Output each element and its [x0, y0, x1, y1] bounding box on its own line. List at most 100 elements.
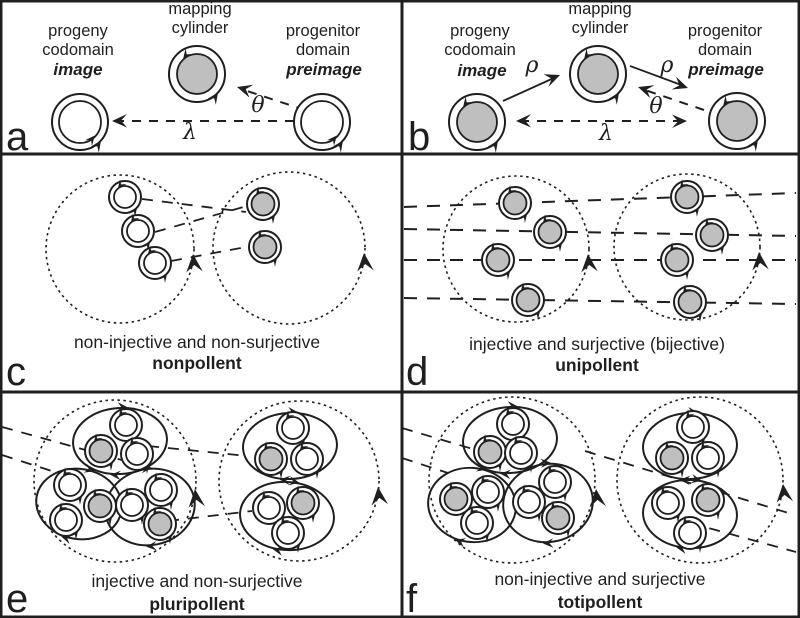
rho-symbol: ρ	[525, 53, 539, 78]
mapping-cylinder-circle	[169, 46, 225, 105]
cell-filled	[671, 179, 703, 217]
progenitor-label-line2: domain	[698, 41, 752, 59]
codomain-dashed-circle	[616, 396, 784, 564]
lambda-arrowhead	[112, 114, 127, 128]
rho-arrowhead	[671, 76, 691, 95]
cylinder-label-line2: cylinder	[172, 19, 229, 37]
cell-filled	[674, 284, 706, 322]
cell-filled	[247, 186, 279, 224]
panel-d: injective and surjective (bijective) uni…	[403, 173, 797, 394]
domain-dashed-circle	[442, 175, 590, 323]
panel-letter-b: b	[408, 115, 430, 159]
domain-dashed-circle	[33, 399, 197, 563]
image-label: image	[457, 61, 506, 80]
preimage-label: preimage	[285, 60, 362, 79]
cell-filled	[542, 500, 574, 538]
preimage-label: preimage	[687, 60, 764, 79]
cylinder-label-line2: cylinder	[572, 19, 629, 37]
progenitor-domain-circle	[294, 94, 350, 153]
term: totipollent	[558, 592, 643, 612]
progenitor-label-line1: progenitor	[688, 22, 763, 40]
progeny-label-line2: codomain	[42, 41, 114, 59]
cell-filled	[249, 229, 281, 267]
cell	[505, 435, 537, 473]
cell	[461, 505, 493, 543]
cell-filled	[534, 214, 566, 252]
rotation-arrowhead	[370, 486, 389, 506]
panel-letter-a: a	[6, 115, 29, 159]
term: nonpollent	[152, 353, 242, 373]
panel-letter-e: e	[6, 577, 28, 618]
caption: non-injective and non-surjective	[74, 332, 320, 352]
codomain-dashed-circle	[218, 400, 380, 562]
progenitor-label-line2: domain	[296, 41, 350, 59]
rho-symbol: ρ	[660, 53, 674, 78]
cell	[145, 472, 177, 510]
clone-ellipse	[462, 401, 558, 480]
panel-letter-d: d	[406, 350, 428, 394]
cell	[291, 441, 323, 479]
progenitor-label-line1: progenitor	[286, 22, 361, 40]
rho-arrowhead	[543, 68, 563, 87]
caption: injective and non-surjective	[91, 571, 302, 591]
cell-filled	[84, 488, 116, 526]
lambda-symbol: λ	[598, 121, 613, 146]
cell	[54, 467, 86, 505]
rotation-arrowhead	[580, 253, 598, 273]
progeny-label-line1: progeny	[48, 22, 108, 40]
cell-filled	[692, 482, 724, 520]
panel-letter-c: c	[6, 350, 26, 394]
cylinder-label-line1: mapping	[168, 0, 231, 18]
caption: non-injective and surjective	[494, 569, 705, 589]
panel-e: injective and non-surjective pluripollen…	[1, 399, 389, 618]
image-label: image	[53, 60, 102, 79]
term: pluripollent	[149, 594, 244, 614]
caption: injective and surjective (bijective)	[469, 334, 725, 354]
theta-symbol: θ	[251, 93, 264, 118]
lambda-symbol: λ	[182, 120, 197, 145]
cell	[116, 487, 148, 525]
progenitor-domain-circle	[709, 93, 765, 152]
progeny-codomain-circle	[449, 94, 505, 153]
theta-symbol: θ	[649, 94, 662, 119]
clone-ellipse	[72, 402, 168, 481]
cell-filled	[661, 242, 693, 280]
panel-b: progeny codomain image mapping cylinder …	[408, 0, 765, 159]
cell-filled	[144, 506, 176, 544]
cell	[652, 485, 684, 523]
cylinder-label-line1: mapping	[568, 0, 631, 18]
cell	[272, 515, 304, 553]
progeny-label-line2: codomain	[444, 41, 516, 59]
rotation-arrowhead	[775, 483, 794, 503]
cell	[692, 440, 724, 478]
progeny-label-line1: progeny	[450, 22, 510, 40]
cell	[277, 410, 309, 448]
cell	[122, 213, 154, 251]
cell	[677, 409, 709, 447]
codomain-dashed-circle	[212, 171, 366, 325]
term: unipollent	[555, 355, 639, 375]
panel-c: non-injective and non-surjective nonpoll…	[6, 171, 374, 394]
cell	[50, 502, 82, 540]
panel-a: progeny codomain image mapping cylinder …	[6, 0, 362, 159]
codomain-dashed-circle	[613, 173, 761, 321]
cell-filled	[85, 433, 117, 471]
progeny-codomain-circle	[52, 94, 108, 153]
rotation-arrowhead	[187, 488, 206, 508]
cell-filled	[499, 185, 531, 223]
cell-filled	[696, 217, 728, 255]
cell	[121, 436, 153, 474]
clone-ellipse	[502, 458, 594, 549]
clone-ellipse	[239, 476, 335, 556]
rotation-arrowhead	[356, 252, 374, 272]
panel-f: non-injective and surjective totipollent…	[401, 396, 797, 618]
cell	[513, 484, 545, 522]
panel-letter-f: f	[406, 577, 418, 618]
mapping-cylinder-circle	[570, 46, 626, 105]
cell-filled	[482, 242, 514, 280]
cell	[139, 245, 171, 283]
cell	[109, 179, 141, 217]
